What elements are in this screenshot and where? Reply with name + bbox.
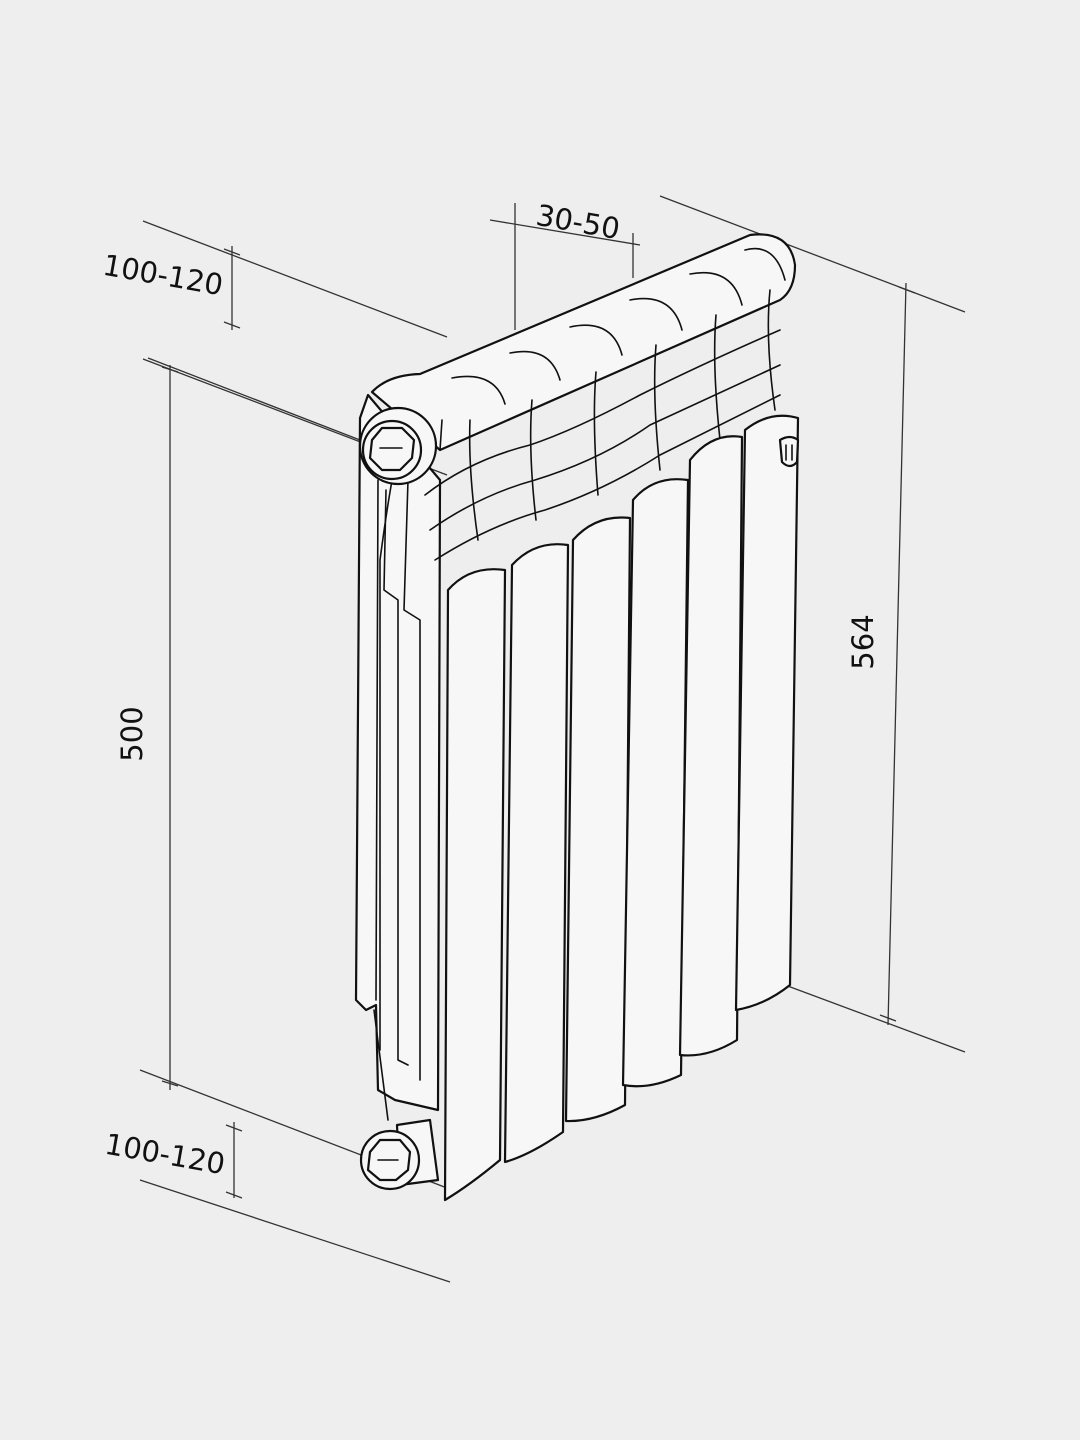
total-height-label: 564 [846,614,880,669]
top-header [370,233,797,452]
brand-logo-icon [778,435,800,468]
section-3 [564,516,632,1123]
section-6 [734,414,800,1012]
radiator-body [354,233,800,1202]
section-1 [443,568,507,1202]
section-2 [503,543,570,1164]
section-5 [678,435,744,1057]
axis-distance-label: 500 [115,706,149,761]
bottom-depth-label: 100-120 [102,1127,227,1182]
bottom-connection-plug-icon [359,1118,440,1191]
section-4 [621,478,690,1088]
top-connection-plug-icon [358,406,438,486]
dimension-lines [139,195,966,1283]
top-depth-label: 100-120 [100,248,225,303]
section-width-label: 30-50 [534,198,623,246]
